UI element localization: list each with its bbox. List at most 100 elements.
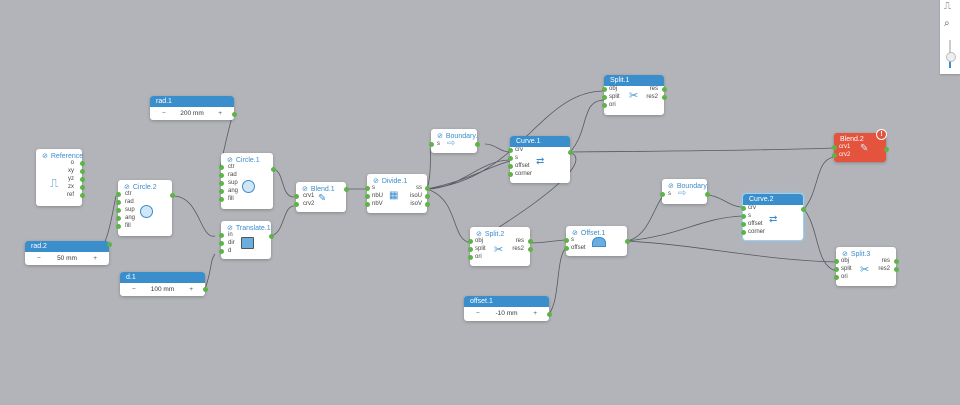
increment-button[interactable]: +: [93, 255, 97, 262]
node-offset1[interactable]: ⊘Offset.1 s offset: [564, 226, 630, 256]
output-port[interactable]: [662, 87, 667, 92]
input-port[interactable]: [834, 259, 839, 264]
decrement-button[interactable]: −: [476, 310, 480, 317]
input-port[interactable]: [741, 230, 746, 235]
visibility-icon[interactable]: ⊘: [42, 153, 48, 160]
input-port[interactable]: [116, 224, 121, 229]
output-port[interactable]: [271, 167, 276, 172]
number-slider-offset1[interactable]: offset.1 − -10 mm +: [464, 296, 552, 321]
input-port[interactable]: [294, 194, 299, 199]
zoom-slider-handle[interactable]: [946, 52, 956, 62]
output-port[interactable]: [107, 242, 112, 247]
input-port[interactable]: [365, 202, 370, 207]
output-port[interactable]: [528, 247, 533, 252]
node-blend2[interactable]: Blend.2 ! ✎ crv1 crv2: [832, 129, 889, 162]
output-port[interactable]: [80, 193, 85, 198]
output-port[interactable]: [170, 193, 175, 198]
output-port[interactable]: [884, 147, 889, 152]
input-port[interactable]: [116, 208, 121, 213]
input-port[interactable]: [468, 239, 473, 244]
input-port[interactable]: [219, 249, 224, 254]
input-port[interactable]: [219, 197, 224, 202]
input-port[interactable]: [741, 222, 746, 227]
decrement-button[interactable]: −: [162, 110, 166, 117]
input-port[interactable]: [834, 275, 839, 280]
visibility-icon[interactable]: ⊘: [373, 178, 379, 185]
visibility-icon[interactable]: ⊘: [572, 230, 578, 237]
output-port[interactable]: [425, 186, 430, 191]
input-port[interactable]: [468, 247, 473, 252]
output-port[interactable]: [547, 312, 552, 317]
input-port[interactable]: [294, 202, 299, 207]
number-slider-rad1[interactable]: rad.1 − 200 mm +: [150, 96, 237, 120]
visibility-icon[interactable]: ⊘: [476, 231, 482, 238]
visibility-icon[interactable]: ⊘: [437, 133, 443, 140]
output-port[interactable]: [528, 239, 533, 244]
input-port[interactable]: [602, 95, 607, 100]
output-port[interactable]: [625, 239, 630, 244]
output-port[interactable]: [80, 185, 85, 190]
output-port[interactable]: [705, 192, 710, 197]
decrement-button[interactable]: −: [37, 255, 41, 262]
input-port[interactable]: [602, 103, 607, 108]
input-port[interactable]: [365, 186, 370, 191]
input-port[interactable]: [564, 246, 569, 251]
input-port[interactable]: [219, 233, 224, 238]
input-port[interactable]: [219, 173, 224, 178]
input-port[interactable]: [116, 216, 121, 221]
node-curve2[interactable]: Curve.2 ⇄ crv s offset corner: [741, 194, 806, 240]
node-boundary2[interactable]: ⊘Boundary. ⇨ s: [660, 179, 710, 204]
visibility-icon[interactable]: ⊘: [668, 183, 674, 190]
node-split3[interactable]: ⊘Split.3 ✂ obj split ori res res2: [834, 247, 899, 286]
number-slider-rad2[interactable]: rad.2 − 50 mm +: [25, 241, 112, 265]
node-split2[interactable]: ⊘Split.2 ✂ obj split ori res res2: [468, 227, 533, 266]
increment-button[interactable]: +: [218, 110, 222, 117]
output-port[interactable]: [894, 259, 899, 264]
visibility-icon[interactable]: ⊘: [842, 251, 848, 258]
output-port[interactable]: [344, 187, 349, 192]
input-port[interactable]: [508, 156, 513, 161]
input-port[interactable]: [741, 206, 746, 211]
output-port[interactable]: [203, 287, 208, 292]
output-port[interactable]: [475, 142, 480, 147]
output-port[interactable]: [662, 95, 667, 100]
input-port[interactable]: [219, 165, 224, 170]
node-curve1[interactable]: Curve.1 ⇄ crv s offset corner: [508, 136, 573, 183]
input-port[interactable]: [219, 181, 224, 186]
input-port[interactable]: [219, 241, 224, 246]
input-port[interactable]: [508, 148, 513, 153]
output-port[interactable]: [232, 112, 237, 117]
increment-button[interactable]: +: [533, 310, 537, 317]
node-blend1[interactable]: ⊘Blend.1 ✎ crv1 crv2: [294, 182, 349, 212]
decrement-button[interactable]: −: [132, 286, 136, 293]
node-translate1[interactable]: ⊘Translate.1 in dir d: [219, 221, 274, 259]
input-port[interactable]: [834, 267, 839, 272]
zoom-icon[interactable]: ⌕: [944, 18, 950, 29]
output-port[interactable]: [80, 161, 85, 166]
input-port[interactable]: [832, 153, 837, 158]
input-port[interactable]: [468, 255, 473, 260]
output-port[interactable]: [80, 177, 85, 182]
input-port[interactable]: [832, 145, 837, 150]
map-icon[interactable]: ⎍: [944, 1, 951, 12]
output-port[interactable]: [80, 169, 85, 174]
input-port[interactable]: [602, 87, 607, 92]
node-reference[interactable]: ⊘Reference ⎍ o xy yz zx ref: [36, 149, 85, 206]
visibility-icon[interactable]: ⊘: [227, 225, 233, 232]
output-port[interactable]: [425, 194, 430, 199]
increment-button[interactable]: +: [189, 286, 193, 293]
input-port[interactable]: [116, 192, 121, 197]
node-circle1[interactable]: ⊘Circle.1 ctr rad sup ang fill: [219, 153, 276, 209]
number-slider-d1[interactable]: d.1 − 100 mm +: [120, 272, 208, 296]
input-port[interactable]: [219, 189, 224, 194]
node-boundary1[interactable]: ⊘Boundary. ⇨ s: [429, 129, 480, 153]
visibility-icon[interactable]: ⊘: [124, 184, 130, 191]
visibility-icon[interactable]: ⊘: [227, 157, 233, 164]
input-port[interactable]: [741, 214, 746, 219]
input-port[interactable]: [660, 192, 665, 197]
node-divide1[interactable]: ⊘Divide.1 ▦ s nbU nbV ss isoU isoV: [365, 174, 430, 213]
zoom-slider[interactable]: [946, 40, 956, 68]
node-split1[interactable]: Split.1 ✂ obj split ori res res2: [602, 75, 667, 115]
output-port[interactable]: [894, 267, 899, 272]
input-port[interactable]: [429, 142, 434, 147]
